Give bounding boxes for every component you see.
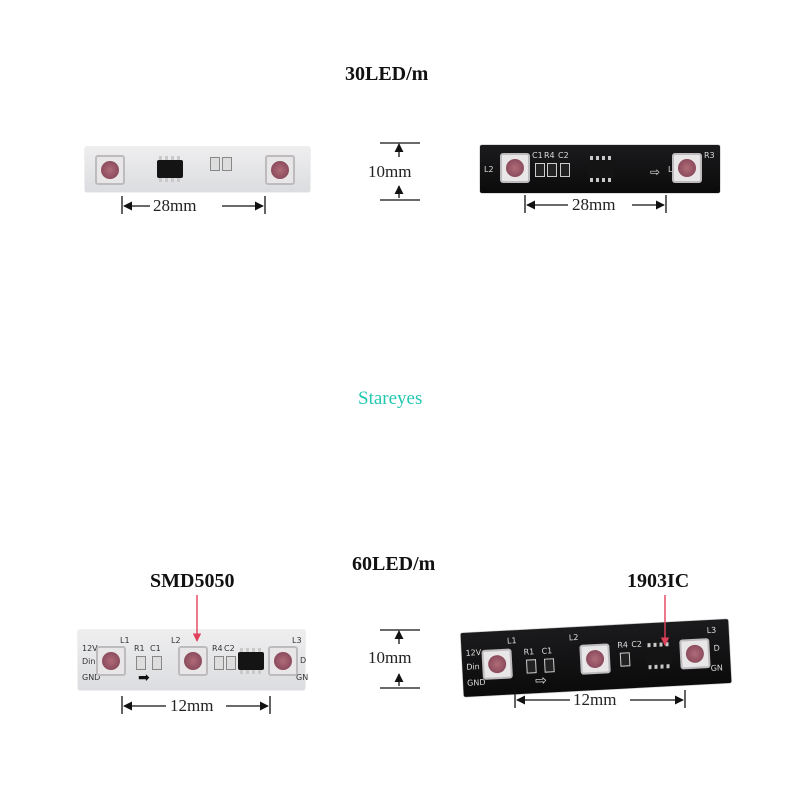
silk-gn: GN <box>296 673 309 682</box>
ic-chip <box>157 156 183 182</box>
led-chip <box>672 153 702 183</box>
silk-d: D <box>300 656 307 665</box>
led-strip-white-60: 12V Din GND L1 R1 C1 ➡ L2 R4 C2 L3 D GN <box>78 630 309 690</box>
led-chip <box>95 155 125 185</box>
dim-label-10mm-bottom: 10mm <box>368 648 412 667</box>
silk-r4: R4 <box>212 644 223 653</box>
dim-label-12mm-left: 12mm <box>170 696 214 715</box>
watermark: Stareyes <box>358 388 423 409</box>
led-chip <box>265 155 295 185</box>
led-chip <box>96 646 126 676</box>
resistor-pad <box>136 656 146 670</box>
led-strip-black-30: L2 C1 R4 C2 ⇨ L3 R3 <box>480 145 720 193</box>
dim-label-28mm-left: 28mm <box>153 196 197 215</box>
led-chip <box>500 153 530 183</box>
silk-c1: C1 <box>150 644 161 653</box>
silk-l1: L1 <box>120 636 130 645</box>
ic-chip <box>588 156 614 182</box>
direction-arrow-icon: ➡ <box>138 670 150 686</box>
callout-label-smd5050: SMD5050 <box>150 570 235 592</box>
section-title-30led: 30LED/m <box>345 63 429 85</box>
capacitor-pad <box>535 163 545 177</box>
capacitor-pad <box>152 656 162 670</box>
led-chip <box>178 646 208 676</box>
ic-chip <box>238 648 264 674</box>
direction-arrow-icon: ⇨ <box>650 165 661 179</box>
resistor-pad <box>547 163 557 177</box>
silk-din: Din <box>82 657 96 666</box>
dim-label-28mm-right: 28mm <box>572 195 616 214</box>
callout-label-1903ic: 1903IC <box>627 570 690 592</box>
silk-l2: L2 <box>171 636 181 645</box>
capacitor-pad <box>222 157 232 171</box>
silk-12v: 12V <box>82 644 98 653</box>
resistor-pad <box>210 157 220 171</box>
silk-gnd: GND <box>82 673 101 682</box>
silk-r3: R3 <box>704 151 715 160</box>
dim-label-12mm-right: 12mm <box>573 690 617 709</box>
silk-r4: R4 <box>544 151 555 160</box>
silk-r1: R1 <box>134 644 145 653</box>
resistor-pad <box>214 656 224 670</box>
silk-c1: C1 <box>532 151 543 160</box>
capacitor-pad <box>226 656 236 670</box>
silk-l3: L3 <box>292 636 302 645</box>
led-strip-white-30 <box>85 147 310 192</box>
section-title-60led: 60LED/m <box>352 553 436 575</box>
silk-c2: C2 <box>224 644 235 653</box>
capacitor-pad <box>560 163 570 177</box>
silk-l2: L2 <box>484 165 494 174</box>
dim-label-10mm-top: 10mm <box>368 162 412 181</box>
silk-c2: C2 <box>558 151 569 160</box>
led-chip <box>268 646 298 676</box>
